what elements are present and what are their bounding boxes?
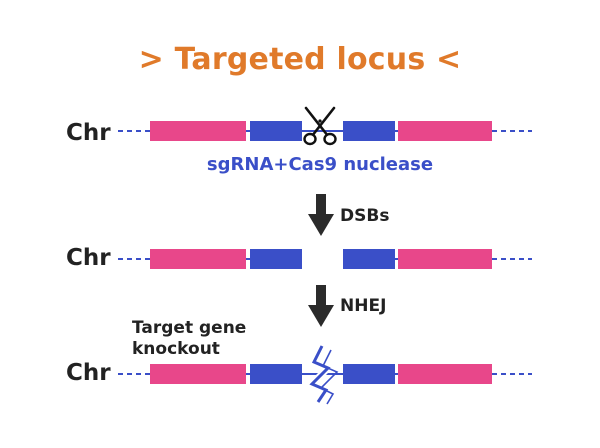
- exon-pink-left-row2: [150, 249, 246, 269]
- chr-label-row2: Chr: [66, 245, 111, 271]
- exon-blue-right-row3: [343, 364, 395, 384]
- chr-label-row3: Chr: [66, 360, 111, 386]
- sgrna-cas9-label: sgRNA+Cas9 nuclease: [206, 154, 434, 175]
- knockout-line-2: knockout: [132, 339, 220, 359]
- exon-pink-right-row2: [398, 249, 492, 269]
- exon-blue-left-row3: [250, 364, 302, 384]
- exon-blue-right-row1: [343, 121, 395, 141]
- exon-blue-left-row1: [250, 121, 302, 141]
- exon-pink-left-row1: [150, 121, 246, 141]
- exon-pink-right-row1: [398, 121, 492, 141]
- nhej-label: NHEJ: [340, 296, 387, 316]
- zigzag-break-icon: [305, 344, 339, 405]
- knockout-line-1: Target gene: [132, 318, 247, 338]
- exon-pink-left-row3: [150, 364, 246, 384]
- exon-pink-right-row3: [398, 364, 492, 384]
- dsbs-label: DSBs: [340, 206, 390, 226]
- scissors-icon: [303, 106, 337, 146]
- exon-blue-left-row2: [250, 249, 302, 269]
- chr-label-row1: Chr: [66, 120, 111, 146]
- target-gene-knockout-label: Target gene knockout: [132, 318, 246, 360]
- diagram-title: > Targeted locus <: [138, 42, 462, 77]
- exon-blue-right-row2: [343, 249, 395, 269]
